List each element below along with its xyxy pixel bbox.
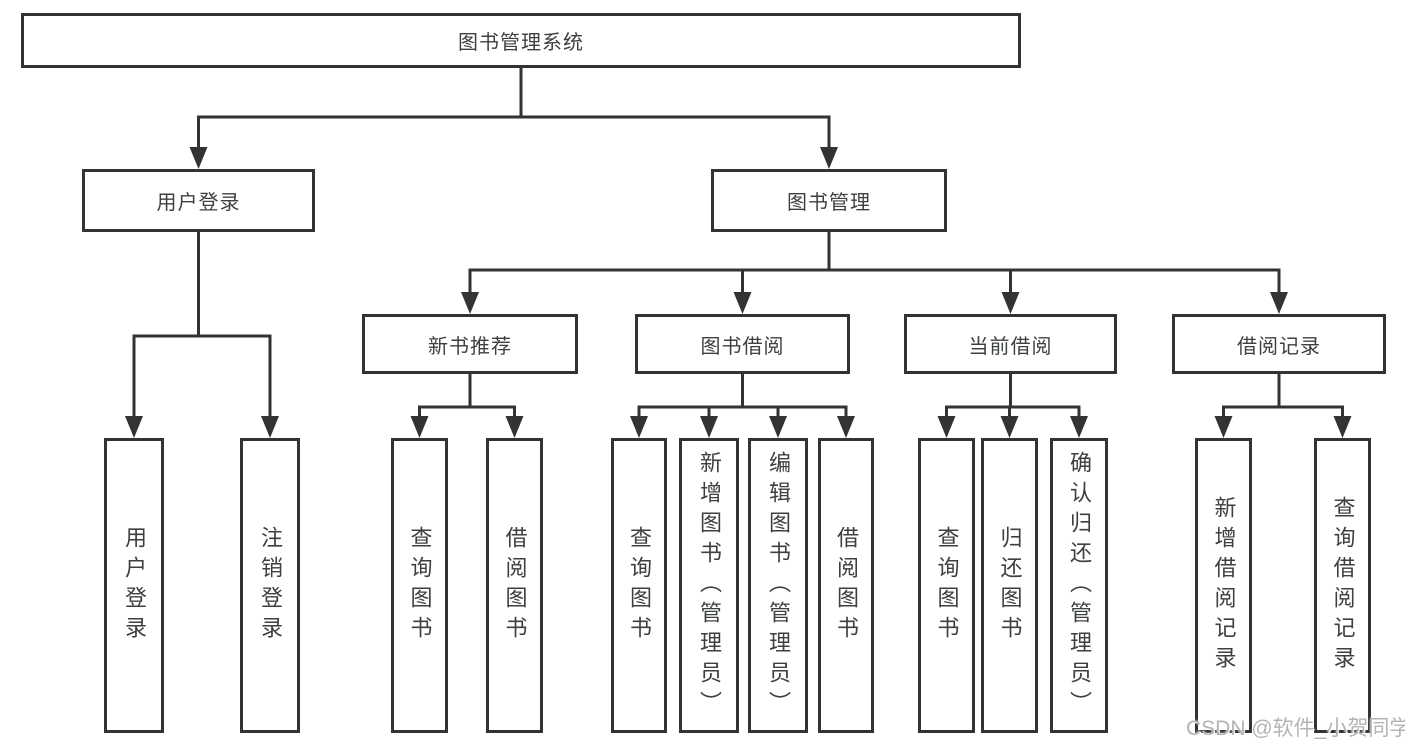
leaf-query-books-borrow-label: 查询图书 [627,525,652,646]
leaf-borrow-books-label: 借阅图书 [834,525,859,646]
leaf-confirm-return-admin: 确认归还（管理员） [1050,438,1108,733]
node-root-label: 图书管理系统 [458,32,584,54]
leaf-add-books-admin-label: 新增图书（管理员） [697,450,722,721]
node-new-book-recommend: 新书推荐 [362,314,578,374]
leaf-add-borrow-record: 新增借阅记录 [1195,438,1252,733]
connector-root-to-level2 [189,66,838,169]
node-user-login-label: 用户登录 [156,192,241,214]
leaf-confirm-return-admin-label: 确认归还（管理员） [1067,450,1092,721]
leaf-user-login-label: 用户登录 [122,525,147,646]
node-root: 图书管理系统 [21,13,1021,68]
leaf-query-borrow-record-label: 查询借阅记录 [1330,495,1356,676]
node-book-borrow: 图书借阅 [635,314,850,374]
node-book-borrow-label: 图书借阅 [700,335,785,358]
leaf-edit-books-admin-label: 编辑图书（管理员） [766,450,791,721]
node-book-mgmt-label: 图书管理 [787,192,871,214]
leaf-edit-books-admin: 编辑图书（管理员） [748,438,808,733]
leaf-logout-label: 注销登录 [258,525,283,646]
node-borrow-records-label: 借阅记录 [1237,335,1321,358]
leaf-query-books-current: 查询图书 [918,438,975,733]
leaf-return-books-label: 归还图书 [997,525,1023,646]
leaf-user-login: 用户登录 [104,438,164,733]
leaf-query-books-recommend: 查询图书 [391,438,448,733]
node-new-book-recommend-label: 新书推荐 [428,335,512,358]
connector-records-to-leaves [1214,373,1352,438]
leaf-logout: 注销登录 [240,438,300,733]
leaf-borrow-books-recommend-label: 借阅图书 [502,525,528,646]
leaf-add-borrow-record-label: 新增借阅记录 [1211,495,1237,676]
leaf-query-borrow-record: 查询借阅记录 [1314,438,1371,733]
node-current-borrow-label: 当前借阅 [968,335,1053,358]
connector-book-mgmt-to-level3 [461,231,1288,314]
leaf-query-books-borrow: 查询图书 [611,438,667,733]
leaf-borrow-books: 借阅图书 [818,438,874,733]
leaf-borrow-books-recommend: 借阅图书 [486,438,543,733]
connector-current-to-leaves [937,373,1088,438]
leaf-query-books-current-label: 查询图书 [934,525,960,646]
leaf-query-books-recommend-label: 查询图书 [407,525,433,646]
connector-borrow-to-leaves [630,373,855,438]
node-book-mgmt: 图书管理 [711,169,947,232]
node-user-login: 用户登录 [82,169,315,232]
leaf-return-books: 归还图书 [981,438,1038,733]
connector-new-rec-to-leaves [410,373,524,438]
leaf-add-books-admin: 新增图书（管理员） [679,438,739,733]
csdn-watermark: CSDN @软件_小贺同学 [1186,717,1405,740]
node-borrow-records: 借阅记录 [1172,314,1386,374]
node-current-borrow: 当前借阅 [904,314,1117,374]
connector-user-login-to-leaves [125,231,279,438]
